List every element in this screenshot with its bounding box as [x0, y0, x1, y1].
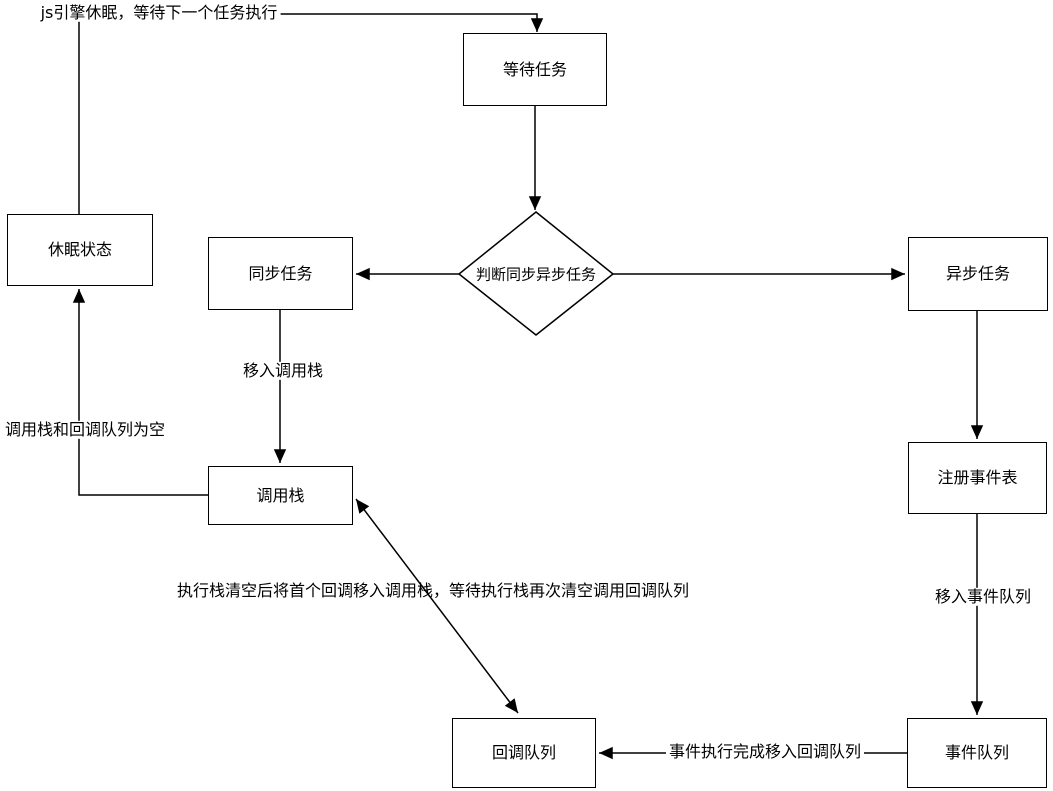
edge-label-engine-sleep: js引擎休眠，等待下一个任务执行	[37, 3, 281, 23]
node-callback-queue: 回调队列	[452, 718, 596, 788]
node-callback-queue-label: 回调队列	[491, 743, 556, 763]
node-async-task: 异步任务	[908, 237, 1048, 311]
node-decision-label: 判断同步异步任务	[475, 265, 597, 284]
node-sleep-state: 休眠状态	[7, 214, 153, 286]
node-async-task-label: 异步任务	[945, 264, 1010, 284]
node-sync-task: 同步任务	[208, 237, 353, 310]
node-call-stack-label: 调用栈	[256, 485, 305, 505]
edge-label-event-done: 事件执行完成移入回调队列	[665, 742, 865, 762]
node-event-queue-label: 事件队列	[944, 743, 1009, 763]
node-wait-task-label: 等待任务	[502, 59, 567, 79]
edge-label-move-to-call-stack: 移入调用栈	[239, 361, 327, 381]
edge-sleep-to-wait	[78, 13, 544, 214]
node-register-event-table-label: 注册事件表	[937, 468, 1018, 488]
node-call-stack: 调用栈	[208, 466, 353, 525]
node-event-queue: 事件队列	[907, 718, 1047, 788]
edge-callstack-to-sleep	[72, 289, 208, 496]
edge-label-stack-and-queue-empty: 调用栈和回调队列为空	[1, 420, 169, 440]
edge-label-move-to-event-queue: 移入事件队列	[931, 587, 1035, 607]
node-sleep-state-label: 休眠状态	[47, 240, 112, 260]
edge-label-exec-stack-clear-note: 执行栈清空后将首个回调移入调用栈，等待执行栈再次清空调用回调队列	[176, 580, 690, 600]
decision-diamond-shape	[457, 211, 615, 336]
node-sync-task-label: 同步任务	[248, 263, 313, 283]
node-wait-task: 等待任务	[463, 33, 607, 106]
node-register-event-table: 注册事件表	[908, 442, 1047, 514]
edge-callstack-callbackqueue-bidirectional	[355, 498, 519, 714]
